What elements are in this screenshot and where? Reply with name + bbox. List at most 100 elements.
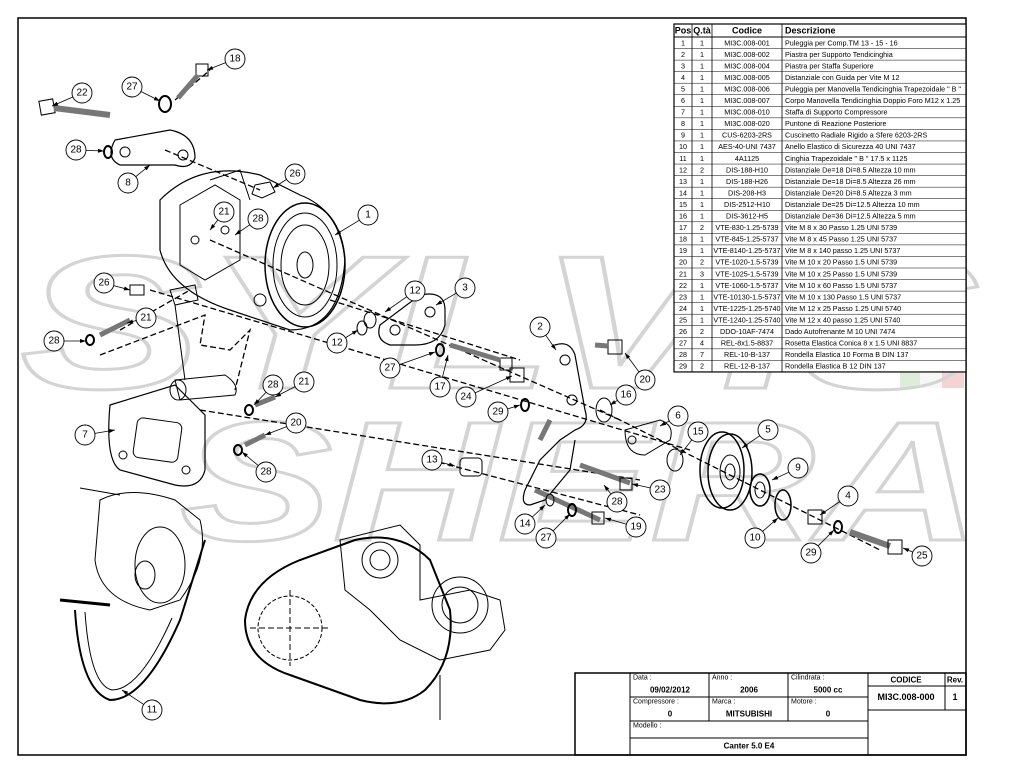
- part-callout: 29: [800, 529, 835, 564]
- cilindrata-label: Cilindrata :: [791, 675, 825, 682]
- bom-cell: 18: [679, 235, 687, 244]
- bom-cell: Vite M 8 x 30 Passo 1.25 UNI 5739: [785, 223, 897, 232]
- part-callout: 15: [679, 421, 709, 456]
- callout-arrowhead: [153, 96, 160, 101]
- bom-cell: 1: [700, 108, 704, 117]
- bom-cell: Vite M 8 x 45 Passo 1.25 UNI 5737: [785, 235, 897, 244]
- callout-bubble: [514, 513, 536, 535]
- callout-arrowhead: [207, 65, 214, 70]
- motore-label: Motore :: [791, 699, 817, 706]
- callout-number: 27: [540, 533, 552, 544]
- bom-cell: 1: [681, 38, 685, 47]
- callout-bubble: [837, 485, 859, 507]
- callout-number: 2: [537, 322, 543, 333]
- bom-cell: MI3C.008-004: [724, 61, 770, 70]
- callout-bubble: [71, 82, 93, 104]
- callout-arrowhead: [80, 339, 86, 343]
- part-callout: 13: [421, 449, 456, 471]
- bom-cell: REL-10-B-137: [724, 350, 770, 359]
- part-callout: 28: [65, 139, 105, 161]
- callout-number: 24: [460, 392, 472, 403]
- callout-arrowhead: [108, 429, 115, 433]
- bom-cell: DIS-188-H26: [726, 177, 768, 186]
- bom-cell: 2: [700, 223, 704, 232]
- exploded-assembly: [38, 63, 903, 720]
- callout-arrowhead: [632, 483, 639, 488]
- callout-bubble: [285, 412, 307, 434]
- bom-cell: Distanziale De=25 Di=12.5 Altezza 10 mm: [785, 200, 920, 209]
- bolt-20-upper: [594, 339, 623, 355]
- bom-cell: 1: [700, 315, 704, 324]
- spacer-4: [807, 509, 823, 525]
- snap-ring: [774, 489, 792, 521]
- callout-number: 8: [125, 178, 131, 189]
- callout-arrowhead: [235, 229, 242, 235]
- bom-cell: 1: [700, 212, 704, 221]
- bom-cell: VTE-845-1.25-5737: [715, 235, 778, 244]
- bom-cell: 7: [700, 350, 704, 359]
- bom-cell: 1: [700, 96, 704, 105]
- callout-number: 27: [384, 363, 396, 374]
- callout-arrowhead: [903, 548, 910, 553]
- callout-bubble: [634, 369, 656, 391]
- callout-number: 9: [795, 463, 801, 474]
- bom-cell: Cinghia Trapezoidale " B " 17.5 x 1125: [785, 154, 907, 163]
- callout-bubble: [379, 357, 401, 379]
- part-callout: 26: [93, 272, 131, 294]
- callout-number: 22: [76, 88, 88, 99]
- marca-label: Marca :: [712, 699, 735, 706]
- anno-value: 2006: [740, 686, 758, 695]
- callout-arrowhead: [610, 400, 617, 405]
- bom-cell: 2: [700, 327, 704, 336]
- callout-arrowhead: [742, 442, 749, 448]
- callout-number: 11: [147, 705, 158, 716]
- bom-cell: Dado Autofrenante M 10 UNI 7474: [785, 327, 895, 336]
- callout-number: 28: [260, 467, 272, 478]
- bom-cell: 2: [681, 50, 685, 59]
- bom-cell: Distanziale De=18 Di=8.5 Altezza 10 mm: [785, 165, 916, 174]
- bom-header-cell: Q.tà: [693, 26, 711, 36]
- bom-row: 18 1 VTE-845-1.25-5737 Vite M 8 x 45 Passo …: [679, 235, 897, 244]
- callout-bubble: [247, 208, 269, 230]
- bom-cell: VTE-1240-1.25-5740: [713, 315, 780, 324]
- callout-number: 28: [267, 380, 279, 391]
- callout-number: 12: [331, 338, 343, 349]
- part-callout: 12: [384, 280, 426, 313]
- callout-number: 28: [611, 497, 623, 508]
- callout-number: 28: [48, 336, 60, 347]
- bom-cell: 14: [679, 188, 687, 197]
- bom-cell: Rosetta Elastica Conica 8 x 1.5 UNI 8837: [785, 339, 917, 348]
- part-callout: 21: [274, 371, 315, 398]
- bom-cell: 1: [700, 235, 704, 244]
- callout-layer: 1234567891011121213141516171819202021212…: [43, 48, 933, 721]
- spacer-14: [545, 493, 555, 507]
- bom-cell: VTE-1225-1.25-5740: [713, 304, 780, 313]
- bom-cell: Rondella Elastica 10 Forma B DIN 137: [785, 350, 908, 359]
- callout-bubble: [455, 386, 477, 408]
- assembled-view-side: [243, 524, 506, 720]
- callout-number: 6: [675, 411, 681, 422]
- part-callout: 28: [603, 484, 628, 513]
- bom-cell: 12: [679, 165, 687, 174]
- callout-bubble: [357, 204, 379, 226]
- bom-cell: 1: [700, 246, 704, 255]
- callout-bubble: [625, 516, 647, 538]
- callout-arrowhead: [772, 518, 778, 524]
- bom-cell: 17: [679, 223, 687, 232]
- bom-cell: 4: [700, 339, 704, 348]
- bom-cell: Vite M 12 x 25 Passo 1.25 UNI 5740: [785, 304, 901, 313]
- bom-cell: Vite M 8 x 140 passo 1.25 UNI 5737: [785, 246, 900, 255]
- callout-arrowhead: [273, 183, 280, 188]
- crank-body: [624, 419, 672, 456]
- callout-bubble: [649, 479, 671, 501]
- callout-number: 28: [70, 145, 82, 156]
- callout-number: 27: [126, 82, 138, 93]
- bom-cell: Rondella Elastica B 12 DIN 137: [785, 362, 886, 371]
